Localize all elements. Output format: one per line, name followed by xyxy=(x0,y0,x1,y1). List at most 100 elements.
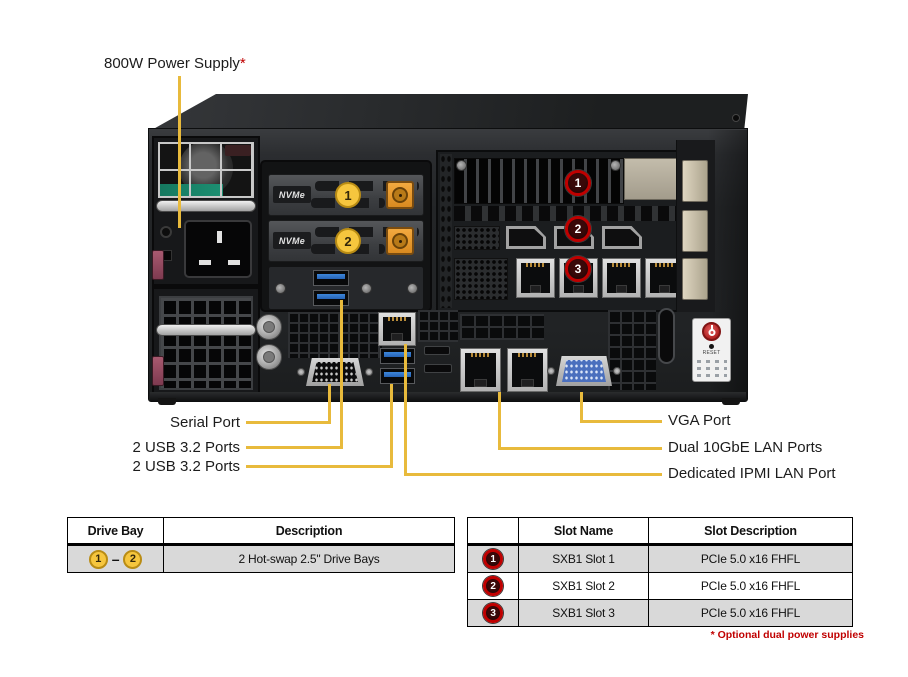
displayport-3-opening xyxy=(605,229,639,246)
usb-32-ports-rear xyxy=(380,348,415,384)
io-vent-grid-above-lan xyxy=(460,314,544,340)
psu-bay2-vent xyxy=(159,296,253,390)
displayport-1 xyxy=(506,226,546,249)
chassis-top-face xyxy=(148,94,748,132)
chassis-foot-right xyxy=(722,398,740,405)
usb-32-ports-front xyxy=(313,270,349,306)
serial-screw-left xyxy=(297,368,305,376)
usb-port xyxy=(380,368,415,384)
vga-callout-line-h xyxy=(580,420,662,423)
slot-blank-1 xyxy=(682,160,708,202)
slot-blank-column xyxy=(676,140,715,312)
tray2-latch-button xyxy=(392,233,408,249)
slot2-badge: 2 xyxy=(483,576,503,596)
drive-bay-table: Drive Bay Description 1–2 2 Hot-swap 2.5… xyxy=(67,517,455,573)
lan-port xyxy=(602,258,641,298)
psu-bay2-release-lever xyxy=(152,356,164,386)
slot1-description-cell: PCIe 5.0 x16 FHFL xyxy=(648,543,853,573)
power-supply-asterisk: * xyxy=(239,55,246,72)
displayport-3 xyxy=(602,226,642,249)
bracket-thumbscrew-top xyxy=(256,314,282,340)
slot-blank-3 xyxy=(682,258,708,300)
ac-power-inlet xyxy=(184,220,252,278)
led-row-1 xyxy=(696,360,727,363)
lan-callout-line-v xyxy=(498,392,501,450)
slot3-description-cell: PCIe 5.0 x16 FHFL xyxy=(648,599,853,627)
io-vent-grid-right xyxy=(608,310,656,390)
io-vent-grid-left xyxy=(288,312,382,358)
ac-pin-live xyxy=(228,260,240,265)
lan-callout-line-h xyxy=(498,447,662,450)
tray1-vent-slots-top xyxy=(315,181,419,191)
psu-status-led xyxy=(160,226,172,238)
nvme-label-2: NVMe xyxy=(273,232,311,249)
lan-port-1-opening xyxy=(465,353,496,387)
usb-front-callout-line-v xyxy=(340,300,343,449)
expansion-bracket-rail xyxy=(440,154,452,308)
vga-port xyxy=(547,356,621,386)
chassis-top-screw xyxy=(732,114,740,122)
vga-callout-line-v xyxy=(580,392,583,423)
serial-callout-line-v xyxy=(328,384,331,424)
power-supply-callout-line xyxy=(178,76,181,228)
slot3-badge-cell: 3 xyxy=(467,599,519,627)
control-panel: RESET xyxy=(692,318,731,382)
slot-table-row-1: 1 SXB1 Slot 1 PCIe 5.0 x16 FHFL xyxy=(467,543,853,573)
usb-front-label: 2 USB 3.2 Ports xyxy=(132,439,240,456)
drive-bay-header: Drive Bay xyxy=(67,517,164,545)
optional-psu-footnote: * Optional dual power supplies xyxy=(710,629,864,641)
ac-pin-neutral xyxy=(199,260,211,265)
drive-description-header: Description xyxy=(163,517,455,545)
drive-bay-callout-badge-2: 2 xyxy=(335,228,361,254)
slot2-badge-cell: 2 xyxy=(467,572,519,600)
nvme-label-1: NVMe xyxy=(273,186,311,203)
lan-port-2 xyxy=(507,348,548,392)
ipmi-callout-line-v xyxy=(404,344,407,476)
usb-port xyxy=(380,348,415,364)
dual-10gbe-lan-ports xyxy=(460,348,548,392)
vga-port-label: VGA Port xyxy=(668,412,731,429)
quad-lan-ports xyxy=(516,258,684,298)
slot-table-header-row: Slot Name Slot Description xyxy=(467,517,853,545)
slot-callout-badge-2: 2 xyxy=(565,216,591,242)
slot3-badge: 3 xyxy=(483,603,503,623)
psu-release-lever xyxy=(152,250,164,280)
drive-bay-callout-badge-1: 1 xyxy=(335,182,361,208)
lan-port-2-opening xyxy=(512,353,543,387)
vga-screw-right xyxy=(613,367,621,375)
tray1-latch-button xyxy=(392,187,408,203)
slot-blank-2 xyxy=(682,210,708,252)
lan-port-opening xyxy=(607,263,636,293)
slot-callout-badge-1: 1 xyxy=(565,170,591,196)
psu-bay-divider xyxy=(154,284,258,289)
power-supply-label: 800W Power Supply* xyxy=(104,55,246,73)
ipmi-lan-opening xyxy=(383,317,411,341)
dual-lan-label: Dual 10GbE LAN Ports xyxy=(668,439,823,456)
power-icon-stem xyxy=(710,325,713,330)
vga-screw-left xyxy=(547,367,555,375)
power-supply-bay xyxy=(152,136,260,398)
slot-table-row-3: 3 SXB1 Slot 3 PCIe 5.0 x16 FHFL xyxy=(467,599,853,627)
reset-label: RESET xyxy=(702,350,721,356)
usb-rear-callout-line-v xyxy=(390,384,393,468)
expansion-slot-area: 1 2 3 xyxy=(436,150,700,312)
usb-port xyxy=(313,270,349,286)
slot1-vented-bracket xyxy=(454,158,624,204)
led-row-3 xyxy=(696,374,727,377)
power-button xyxy=(702,322,721,341)
io-vent-grid-middle xyxy=(418,310,458,342)
plate-screw-2 xyxy=(361,283,372,294)
bay-range-dash: – xyxy=(111,551,120,567)
slot2-honeycomb-vent xyxy=(454,226,500,250)
slot1-badge: 1 xyxy=(483,549,503,569)
drive-bay-cage: NVMe 1 NVMe 2 xyxy=(260,160,432,312)
psu-handle xyxy=(156,200,256,212)
slot1-name-cell: SXB1 Slot 1 xyxy=(518,543,649,573)
slot-callout-badge-3: 3 xyxy=(565,256,591,282)
nvme-drive-tray-2: NVMe 2 xyxy=(268,220,424,262)
pcie-slot-2-card xyxy=(454,224,686,252)
slot3-honeycomb-vent xyxy=(454,258,508,300)
serial-screw-right xyxy=(365,368,373,376)
drive-table-row: 1–2 2 Hot-swap 2.5" Drive Bays xyxy=(67,543,455,573)
